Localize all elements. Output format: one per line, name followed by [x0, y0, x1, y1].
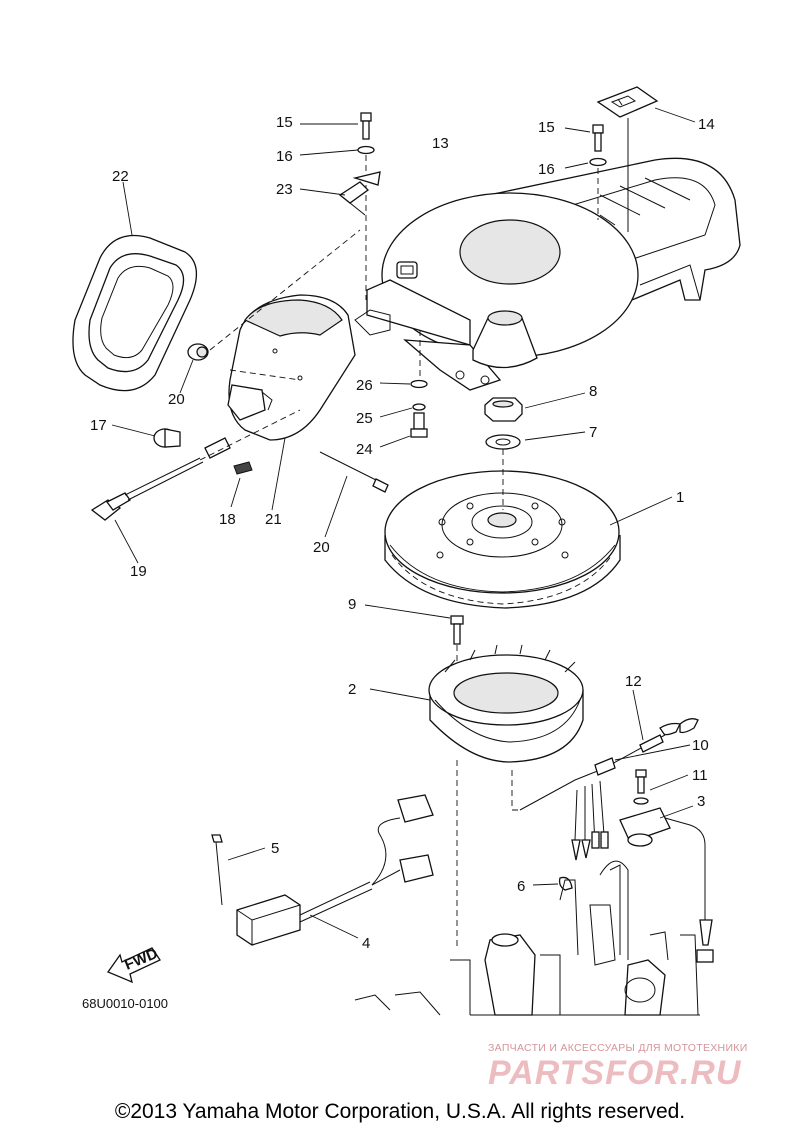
part-6-plug: [532, 876, 573, 891]
part-13-flywheel-cover: [354, 157, 741, 391]
part-17-plug: [111, 424, 181, 448]
callout-19: 19: [130, 563, 147, 580]
copyright-notice: ©2013 Yamaha Motor Corporation, U.S.A. A…: [114, 1100, 686, 1123]
callout-1: 1: [676, 489, 684, 506]
part-19-fitting: [90, 409, 301, 564]
watermark-logo: PARTSFOR.RU: [488, 1054, 742, 1092]
callout-22: 22: [112, 168, 129, 185]
part-24-bolt: [379, 412, 428, 448]
part-23-hose: [299, 171, 381, 216]
callout-5: 5: [271, 840, 279, 857]
part-20-cable-tie: [319, 451, 389, 538]
callout-13: 13: [432, 135, 449, 152]
callout-2: 2: [348, 681, 356, 698]
callout-3: 3: [697, 793, 705, 810]
part-20-grommet: [179, 229, 361, 394]
callout-23: 23: [276, 181, 293, 198]
callout-16-left: 16: [276, 148, 293, 165]
callout-17: 17: [90, 417, 107, 434]
part-15-screw-left: [300, 112, 372, 140]
part-16-washer-right: [564, 157, 607, 220]
callout-21: 21: [265, 511, 282, 528]
callout-20-bottom: 20: [313, 539, 330, 556]
part-21-housing: [227, 294, 356, 511]
callout-24: 24: [356, 441, 373, 458]
diagram-ref-code: 68U0010-0100: [82, 996, 169, 1011]
callout-25: 25: [356, 410, 373, 427]
callout-7: 7: [589, 424, 597, 441]
engine-block: [354, 770, 700, 1016]
callout-15-left: 15: [276, 114, 293, 131]
callout-18: 18: [219, 511, 236, 528]
part-4-coil: [236, 794, 434, 946]
part-7-washer: [485, 431, 586, 450]
part-12-lead: [609, 689, 699, 766]
callout-12: 12: [625, 673, 642, 690]
callout-15-right: 15: [538, 119, 555, 136]
part-15-screw-right: [564, 124, 604, 152]
callout-6: 6: [517, 878, 525, 895]
part-14-decal: [596, 86, 696, 232]
part-25-washer: [379, 403, 426, 418]
callout-11: 11: [692, 767, 708, 784]
part-22-seal: [72, 181, 197, 392]
part-3-sensor: [619, 805, 714, 963]
watermark: ЗАПЧАСТИ И АКСЕССУАРЫ ДЛЯ МОТОТЕХНИКИ PA…: [488, 1042, 788, 1092]
callout-26: 26: [356, 377, 373, 394]
part-16-washer-left: [299, 145, 375, 300]
part-18-label: [230, 461, 253, 508]
fwd-arrow-icon: FWD: [107, 945, 161, 984]
callout-9: 9: [348, 596, 356, 613]
part-8-nut: [484, 392, 586, 422]
callout-4: 4: [362, 935, 370, 952]
part-1-flywheel: [384, 449, 673, 609]
part-10-harness: [519, 744, 691, 861]
part-11-bolt: [633, 769, 689, 805]
part-26-washer: [379, 379, 428, 389]
part-5-cable-tie: [211, 834, 266, 906]
callout-20-top: 20: [168, 391, 185, 408]
callout-10: 10: [692, 737, 709, 754]
watermark-tagline: ЗАПЧАСТИ И АКСЕССУАРЫ ДЛЯ МОТОТЕХНИКИ: [488, 1042, 748, 1054]
callout-labels: 1 2 3 4 5 6 7 8 9 10 11 12 13 14 15 15 1…: [90, 114, 715, 952]
callout-14: 14: [698, 116, 715, 133]
callout-8: 8: [589, 383, 597, 400]
part-2-stator: [369, 644, 584, 950]
callout-16-right: 16: [538, 161, 555, 178]
